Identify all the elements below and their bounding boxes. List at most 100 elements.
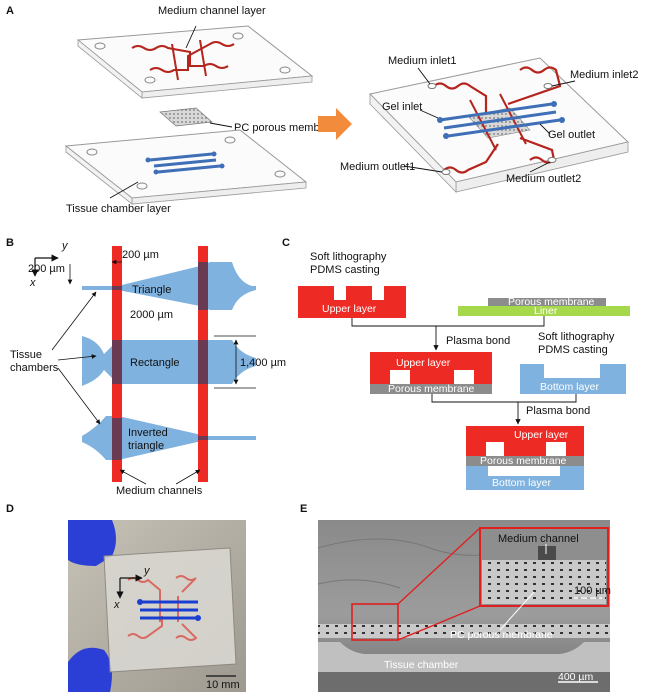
chip-port [137,599,143,605]
soft-litho-1: Soft lithography [310,251,387,263]
glove-bottom [68,647,112,692]
chip-channel-red [175,623,198,641]
membrane-leader [499,591,535,631]
zoom-line-bottom [397,605,481,641]
panel-a: A Medium channel layer PC porous membran… [6,5,638,215]
soft-litho-2: Soft lithography [538,331,615,343]
medium-inlet2-label: Medium inlet2 [570,69,638,81]
medium-channel-layer-plate [76,25,314,99]
liner-label: Liner [534,305,558,317]
sem-base [318,672,610,692]
upper-layer-2-label: Upper layer [396,357,451,369]
porous-membrane-block [488,298,606,306]
photo-axis-y-label: y [143,565,151,577]
bottom-layer-3-label: Bottom layer [492,477,551,489]
panel-b-letter: B [6,237,14,249]
bottom-layer-block [520,364,626,394]
sem-inset [479,527,609,607]
photo-axis-x-label: x [113,599,120,611]
gel-outlet-label: Gel outlet [548,129,595,141]
plasma-bond-1-label: Plasma bond [446,335,510,347]
porous-membrane-label: Porous membrane [508,296,595,308]
panel-c-letter: C [282,237,290,249]
zoom-region-box [351,603,399,641]
rectangle-chamber [82,336,256,386]
overlap-mark [112,286,122,290]
overlap-mark [112,340,122,384]
bottom-layer-3-block [466,466,584,490]
tissue-chamber-layer-label: Tissue chamber layer [66,203,171,215]
panel-c: C Soft lithography PDMS casting Upper la… [282,237,630,490]
tissue-chambers-label-2: chambers [10,362,59,374]
gel-inlet-leader [419,109,439,119]
plasma-bond-2-label: Plasma bond [526,405,590,417]
bond1-connector [351,316,545,327]
sem-membrane-band [318,624,610,638]
dim-200-left-label: 200 µm [28,263,65,275]
assembled-device [369,57,630,193]
medium-channel-layer-label: Medium channel layer [158,5,266,17]
tissue-leader-2 [57,354,97,361]
porous-membrane-2-label: Porous membrane [388,383,475,395]
medium-outlet2-leader [529,161,551,173]
upper-layer-2-block [370,352,492,384]
tissue-chamber-label: Tissue chamber [384,659,459,671]
inset-scale-label: 100 µm [574,585,611,597]
panel-a-letter: A [6,5,14,17]
pdms-casting-2: PDMS casting [538,344,608,356]
upper-layer-3-label: Upper layer [514,429,569,441]
inverted-triangle-label-1: Inverted [128,427,168,439]
chip-channel-red [127,616,163,639]
porous-membrane-3-block [466,456,584,466]
pc-membrane-sheet [159,107,213,127]
triangle-label: Triangle [132,284,171,296]
pc-porous-membrane-e-label: PC porous membrane [450,629,553,641]
medium-outlet1-label: Medium outlet1 [340,161,415,173]
upper-layer-block [298,286,406,318]
chip-port [195,615,201,621]
porous-membrane-3-label: Porous membrane [480,455,567,467]
medium-inlet1-leader [417,67,431,85]
bond2-connector [431,394,577,403]
overlap-mark [198,262,208,310]
inverted-triangle-label-2: triangle [128,440,164,452]
inverted-triangle-chamber [82,416,256,460]
medium-channels-leader-right [175,469,201,485]
overlap-mark [198,436,208,440]
medium-outlet1-leader [403,165,443,173]
medium-outlet2-label: Medium outlet2 [506,173,581,185]
liner-block [458,306,630,316]
pc-porous-membrane-label: PC porous membrane [234,122,342,134]
panel-e-letter: E [300,503,307,515]
scale-bar-d-label: 10 mm [206,679,240,691]
assembly-arrow [318,108,352,140]
gel-inlet-label: Gel inlet [382,101,422,113]
medium-channels-leader-left [119,469,147,485]
gel-outlet-leader [539,123,551,135]
panel-d-letter: D [6,503,14,515]
sem-texture [317,579,401,589]
tissue-leader-3 [57,367,101,425]
glove-top [68,520,116,566]
triangle-chamber [82,262,256,310]
overlap-mark [198,340,208,384]
tissue-chamber-layer-leader [109,181,139,199]
bottom-layer-label: Bottom layer [540,381,599,393]
medium-inlet1-label: Medium inlet1 [388,55,456,67]
medium-channel-layer-leader [185,25,197,49]
pdms-casting-1: PDMS casting [310,264,380,276]
zoom-line-top [397,527,481,605]
medium-channels-label: Medium channels [116,485,203,497]
rectangle-label: Rectangle [130,357,180,369]
porous-membrane-2-block [370,384,492,394]
panel-d: D y x 10 mm [6,503,246,692]
dim-2000-label: 2000 µm [130,309,173,321]
tissue-leader-1 [51,291,97,351]
panel-e: E Tissue chamber 400 µm Medium channel 1… [300,503,611,692]
overlap-mark [112,418,122,460]
inset-medium-channel-label: Medium channel [498,533,579,545]
upper-layer-3-block [466,426,584,456]
dim-200-top-label: 200 µm [122,249,159,261]
tissue-chamber-layer-plate [64,129,308,205]
